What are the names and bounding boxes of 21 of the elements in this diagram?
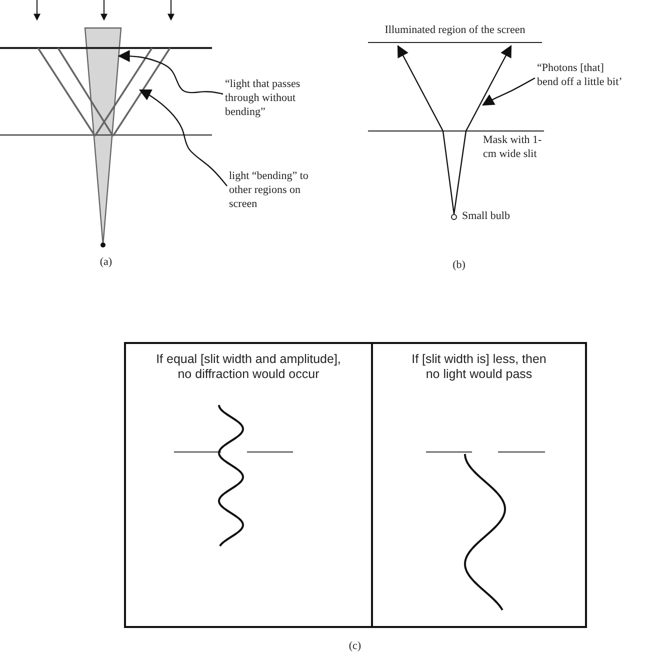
diffracted-rays — [37, 48, 171, 136]
annotation-text: light “bending” to other regions on screen — [229, 170, 310, 212]
leader-line — [138, 89, 228, 186]
leader-line — [118, 50, 224, 95]
bulb-label: Small bulb — [462, 210, 510, 224]
annotation-text: “Photons [that] bend off a little bit’ — [537, 62, 624, 90]
mask-label: Mask with 1-cm wide slit — [483, 134, 543, 162]
light-ray-arrow — [453, 44, 512, 214]
screen-label: Illuminated region of the screen — [384, 24, 526, 38]
annotation-text: “light that passes through without bending” — [225, 78, 302, 120]
leader-line — [482, 77, 536, 106]
panel-box — [371, 342, 587, 628]
panel-label: (c) — [348, 640, 362, 654]
panel-box — [124, 342, 373, 628]
light-ray-arrow — [397, 44, 455, 214]
panel-label: (b) — [452, 259, 466, 273]
panel-label: (a) — [98, 256, 114, 270]
bulb-circle — [451, 214, 457, 220]
screen-line — [368, 24, 542, 43]
panel-caption: If equal [slit width and amplitude], no diffraction would occur — [155, 352, 342, 382]
panel-caption: If [slit width is] less, then no light would pass — [411, 352, 547, 382]
